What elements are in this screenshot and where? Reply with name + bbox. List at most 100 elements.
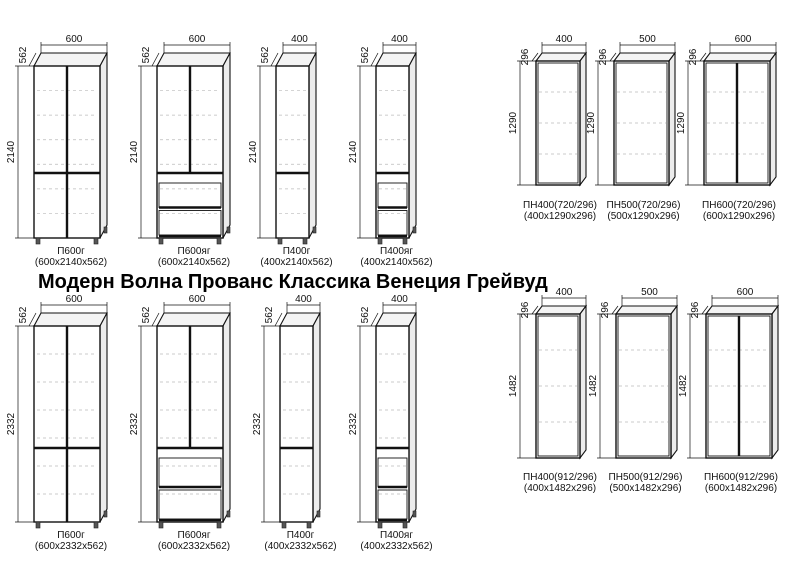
width-label: 400	[556, 287, 573, 298]
cabinet-size: (600x2332x562)	[35, 541, 107, 552]
depth-label: 296	[688, 48, 699, 65]
cabinet-side	[579, 304, 587, 460]
cabinet-top	[156, 312, 231, 327]
depth-label: 562	[264, 306, 275, 323]
cabinet-top	[33, 52, 108, 67]
cabinet-side	[312, 312, 321, 523]
width-label: 600	[189, 294, 206, 305]
depth-dim-line	[274, 312, 283, 327]
foot	[103, 226, 108, 234]
cabinet-top	[614, 305, 679, 315]
height-label: 1290	[676, 111, 687, 134]
cabinet-size: (400x2332x562)	[264, 541, 336, 552]
cabinet-side	[668, 51, 676, 187]
height-label: 2140	[348, 140, 359, 163]
depth-dim-line	[699, 52, 707, 62]
depth-label: 296	[598, 48, 609, 65]
depth-label: 296	[600, 301, 611, 318]
cabinet-name: П400яг	[380, 246, 413, 257]
cabinet-front	[375, 65, 410, 239]
foot	[226, 510, 231, 518]
foot	[158, 521, 164, 529]
height-label: 1482	[508, 374, 519, 397]
cabinet-side	[308, 52, 317, 239]
foot	[377, 521, 383, 529]
foot	[312, 226, 317, 234]
cabinet-size: (600x1290x296)	[703, 211, 775, 222]
cabinet-side	[408, 52, 417, 239]
cabinet-name: П600г	[57, 246, 85, 257]
depth-dim-line	[370, 312, 379, 327]
depth-label: 562	[141, 46, 152, 63]
width-label: 600	[66, 294, 83, 305]
foot	[216, 521, 222, 529]
cabinet-name: ПН400(720/296)	[523, 200, 597, 211]
cabinet-name: П600г	[57, 530, 85, 541]
foot	[306, 521, 312, 529]
foot	[216, 237, 222, 245]
foot	[316, 510, 321, 518]
foot	[302, 237, 308, 245]
depth-label: 562	[360, 306, 371, 323]
foot	[35, 237, 41, 245]
depth-dim-line	[151, 312, 160, 327]
width-label: 500	[639, 34, 656, 45]
cabinet-name: П400г	[283, 246, 311, 257]
cabinet-top	[704, 305, 780, 315]
height-label: 2140	[129, 140, 140, 163]
foot	[402, 237, 408, 245]
depth-label: 296	[520, 301, 531, 318]
width-label: 400	[295, 294, 312, 305]
depth-dim-line	[531, 52, 539, 62]
cabinet-side	[408, 312, 417, 523]
depth-label: 562	[260, 46, 271, 63]
height-label: 1290	[586, 111, 597, 134]
cabinet-top	[156, 52, 231, 67]
cabinet-top	[33, 312, 108, 327]
cabinet-top	[534, 305, 588, 315]
depth-label: 562	[141, 306, 152, 323]
cabinet-front	[279, 325, 314, 523]
cabinet-top	[702, 52, 778, 62]
width-label: 600	[189, 34, 206, 45]
cabinet-side	[222, 52, 231, 239]
door-front	[537, 315, 579, 457]
foot	[226, 226, 231, 234]
height-label: 2332	[348, 412, 359, 435]
depth-dim-line	[28, 312, 37, 327]
cabinet-front	[535, 60, 581, 186]
cabinet-side	[99, 312, 108, 523]
cabinet-size: (600x2332x562)	[158, 541, 230, 552]
cabinet-name: П600яг	[178, 246, 211, 257]
cabinet-size: (600x2140x562)	[158, 257, 230, 268]
cabinet-side	[771, 304, 779, 460]
cabinet-name: ПН500(912/296)	[609, 472, 683, 483]
cabinet-size: (500x1482x296)	[609, 483, 681, 494]
depth-dim-line	[28, 52, 37, 67]
cabinet-name: П600яг	[178, 530, 211, 541]
width-label: 600	[735, 34, 752, 45]
cabinet-size: (600x1482x296)	[705, 483, 777, 494]
height-label: 1482	[678, 374, 689, 397]
door-front	[617, 315, 670, 457]
depth-label: 296	[690, 301, 701, 318]
foot	[412, 510, 417, 518]
depth-dim-line	[270, 52, 279, 67]
depth-dim-line	[701, 305, 709, 315]
depth-label: 562	[18, 46, 29, 63]
depth-dim-line	[609, 52, 617, 62]
width-label: 600	[737, 287, 754, 298]
width-label: 400	[291, 34, 308, 45]
height-label: 1290	[508, 111, 519, 134]
cabinet-front	[275, 65, 310, 239]
cabinet-name: ПН500(720/296)	[607, 200, 681, 211]
